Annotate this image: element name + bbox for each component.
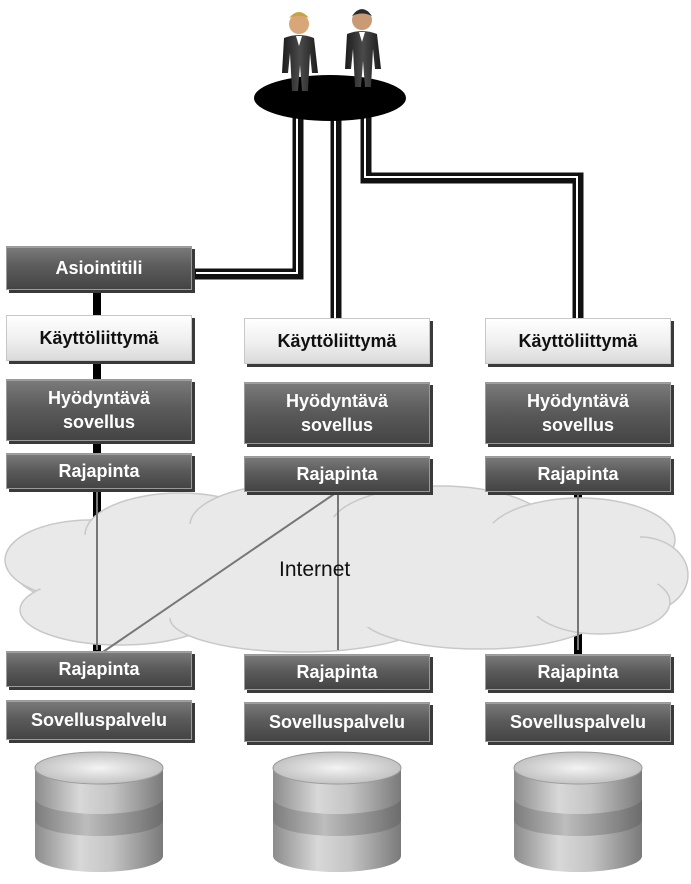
kayttoliittyma-box-1: Käyttöliittymä [6,315,192,361]
rajapinta-bottom-box-2: Rajapinta [244,654,430,690]
kayttoliittyma-box-2: Käyttöliittymä [244,318,430,364]
hyodyntava-sovellus-label: Hyödyntävä sovellus [285,391,389,435]
kayttoliittyma-label: Käyttöliittymä [39,328,159,348]
hyodyntava-sovellus-label: Hyödyntävä sovellus [47,388,151,432]
rajapinta-bottom-box-3: Rajapinta [485,654,671,690]
two-businessmen-icon [254,9,406,121]
sovelluspalvelu-label: Sovelluspalvelu [268,712,406,732]
sovelluspalvelu-box-3: Sovelluspalvelu [485,702,671,742]
businessman-2-icon [345,9,381,87]
internet-label: Internet [279,558,351,581]
rajapinta-top-box-3: Rajapinta [485,456,671,492]
rajapinta-top-box-1: Rajapinta [6,453,192,489]
database-1-icon [34,751,164,872]
rajapinta-label: Rajapinta [58,659,140,679]
rajapinta-top-box-2: Rajapinta [244,456,430,492]
asiointitili-label: Asiointitili [55,258,143,278]
sovelluspalvelu-box-2: Sovelluspalvelu [244,702,430,742]
hyodyntava-sovellus-box-3: Hyödyntävä sovellus [485,382,671,444]
rajapinta-label: Rajapinta [537,464,619,484]
hyodyntava-sovellus-label: Hyödyntävä sovellus [526,391,630,435]
rajapinta-label: Rajapinta [537,662,619,682]
kayttoliittyma-label: Käyttöliittymä [277,331,397,351]
user-to-column3-line [360,112,584,326]
kayttoliittyma-box-3: Käyttöliittymä [485,318,671,364]
rajapinta-label: Rajapinta [296,464,378,484]
sovelluspalvelu-label: Sovelluspalvelu [509,712,647,732]
sovelluspalvelu-box-1: Sovelluspalvelu [6,700,192,740]
cross-link-line [99,489,341,655]
cloud-links [96,488,579,655]
asiointitili-box: Asiointitili [6,246,192,290]
user-to-account-line [192,112,304,280]
rajapinta-bottom-box-1: Rajapinta [6,651,192,687]
hyodyntava-sovellus-box-2: Hyödyntävä sovellus [244,382,430,444]
kayttoliittyma-label: Käyttöliittymä [518,331,638,351]
database-3-icon [513,751,643,872]
hyodyntava-sovellus-box-1: Hyödyntävä sovellus [6,379,192,441]
businessman-1-icon [282,12,318,91]
database-2-icon [272,751,402,872]
rajapinta-label: Rajapinta [58,461,140,481]
internet-cloud [4,482,689,653]
rajapinta-label: Rajapinta [296,662,378,682]
sovelluspalvelu-label: Sovelluspalvelu [30,710,168,730]
